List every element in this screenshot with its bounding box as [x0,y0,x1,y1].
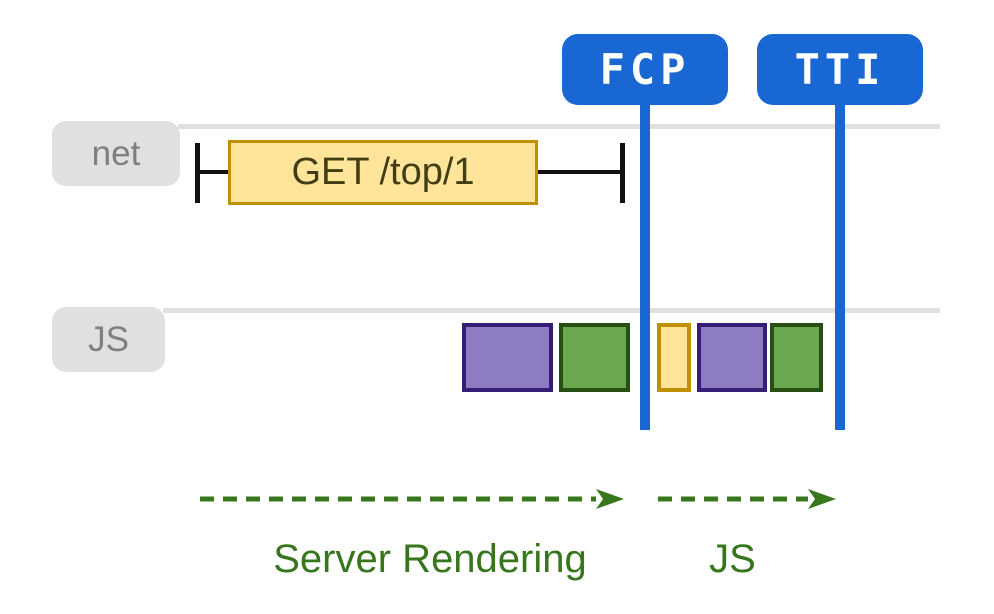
js-track-line [163,308,940,313]
fcp-marker-badge: FCP [562,34,728,105]
request-end-whisker [535,170,622,174]
js-row-label: JS [52,307,165,372]
js-task-block-yellow [657,323,691,392]
tti-marker-badge: TTI [757,34,923,105]
net-track-line [178,124,940,129]
js-phase-label: JS [709,537,756,581]
network-request-box: GET /top/1 [228,140,538,205]
js-task-block-green [770,323,823,392]
net-row-label: net [52,121,180,186]
tti-marker-line [835,100,845,430]
server-rendering-arrow [200,489,624,509]
js-task-block-purple [462,323,553,392]
request-end-tick [620,143,625,203]
fcp-marker-line [640,100,650,430]
request-start-tick [195,143,200,203]
js-task-block-green [559,323,630,392]
js-arrow [658,489,836,509]
request-start-whisker [198,170,230,174]
js-task-block-purple [697,323,767,392]
server-rendering-phase-label: Server Rendering [273,537,587,581]
